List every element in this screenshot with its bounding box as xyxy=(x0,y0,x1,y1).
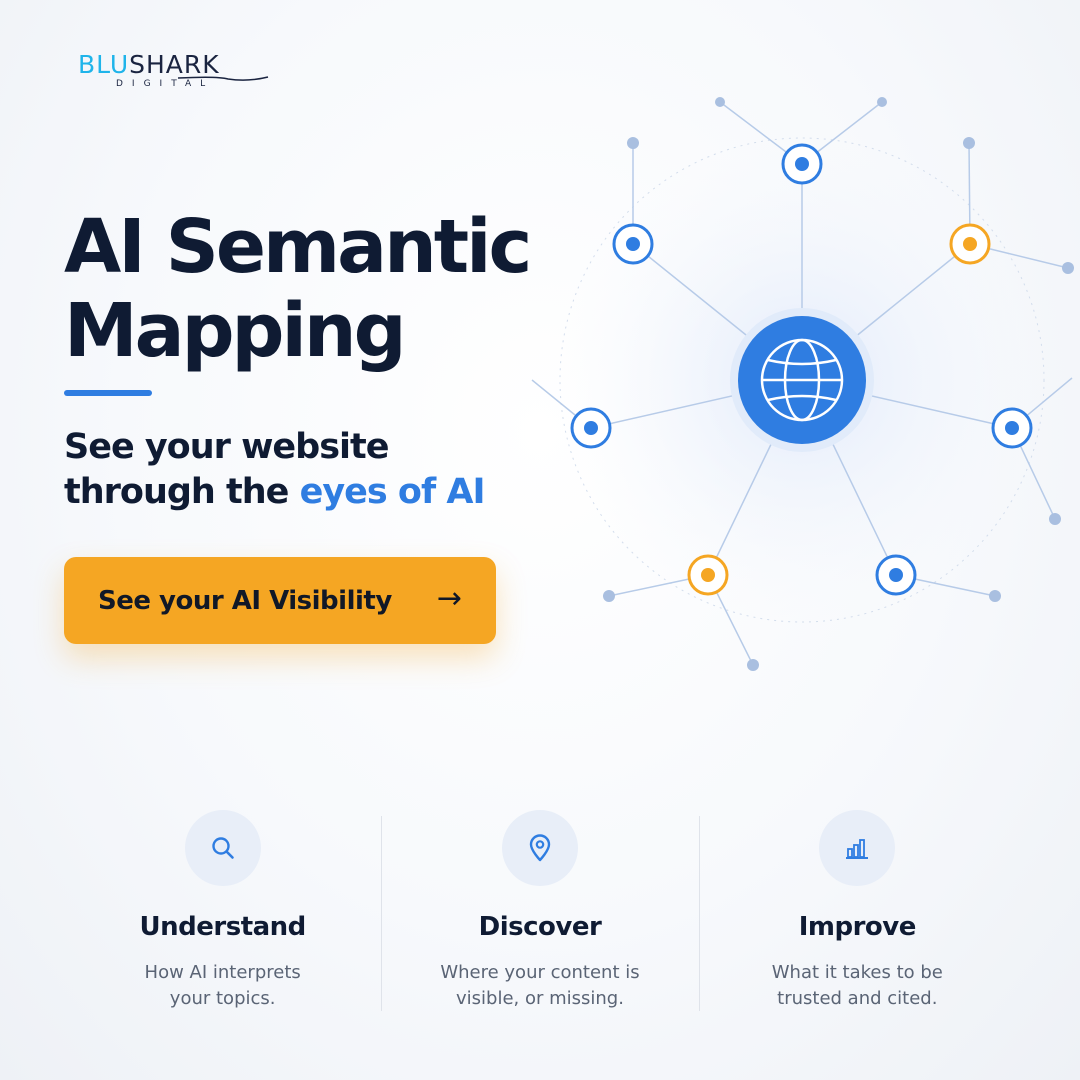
logo-swoosh-icon xyxy=(177,76,269,81)
feature-title: Discover xyxy=(478,912,602,942)
page-title-line1: AI Semantic xyxy=(64,204,532,290)
feature-desc: What it takes to be trusted and cited. xyxy=(732,960,982,1012)
logo-wordmark-blu: BLU xyxy=(78,50,130,79)
feature-discover: Discover Where your content is visible, … xyxy=(381,810,698,1020)
feature-improve: Improve What it takes to be trusted and … xyxy=(698,810,1016,1020)
logo-wordmark-shark: SHARK xyxy=(129,50,220,79)
feature-title: Improve xyxy=(798,912,917,942)
node-blue-top xyxy=(781,143,823,185)
network-endpoints xyxy=(603,97,1074,671)
node-blue-lower-right xyxy=(875,554,917,596)
feature-understand: Understand How AI interprets your topics… xyxy=(64,810,381,1020)
title-accent-bar xyxy=(64,390,152,396)
feature-desc-line1: What it takes to be xyxy=(771,962,943,983)
semantic-network-illustration xyxy=(531,97,1074,671)
hero-subtitle: See your website through the eyes of AI xyxy=(64,425,485,515)
globe-icon xyxy=(760,338,844,422)
feature-desc: Where your content is visible, or missin… xyxy=(415,960,665,1012)
feature-desc-line2: your topics. xyxy=(169,988,276,1009)
feature-desc-line1: How AI interprets xyxy=(144,962,301,983)
brand-logo[interactable]: BLUSHARK DIGITAL xyxy=(78,52,278,92)
feature-desc-line1: Where your content is xyxy=(440,962,640,983)
feature-icon-circle xyxy=(819,810,896,886)
cta-label: See your AI Visibility xyxy=(98,585,392,616)
network-nodes xyxy=(570,143,1033,596)
network-center-hub xyxy=(730,308,874,452)
node-orange-upper-right xyxy=(949,223,991,265)
node-orange-lower-left xyxy=(687,554,729,596)
feature-divider xyxy=(698,816,700,1011)
search-icon xyxy=(211,837,234,859)
logo-tagline: DIGITAL xyxy=(116,79,215,89)
features-row: Understand How AI interprets your topics… xyxy=(64,810,1016,1020)
feature-divider xyxy=(381,816,383,1011)
feature-icon-circle xyxy=(184,810,261,886)
node-blue-right xyxy=(991,407,1033,449)
feature-icon-circle xyxy=(501,810,578,886)
location-pin-icon xyxy=(529,834,551,862)
subtitle-highlight: eyes of AI xyxy=(299,472,486,512)
page-title-line2: Mapping xyxy=(64,288,407,374)
node-blue-left xyxy=(570,407,612,449)
page-title: AI Semantic Mapping xyxy=(64,204,532,374)
feature-desc-line2: trusted and cited. xyxy=(777,988,938,1009)
subtitle-line1: See your website xyxy=(64,427,390,467)
subtitle-line2-prefix: through the xyxy=(64,472,300,512)
logo-wordmark: BLUSHARK xyxy=(78,52,220,78)
arrow-right-icon: → xyxy=(436,581,462,616)
feature-desc-line2: visible, or missing. xyxy=(456,988,624,1009)
node-blue-upper-left xyxy=(612,223,654,265)
feature-title: Understand xyxy=(139,912,307,942)
see-ai-visibility-button[interactable]: See your AI Visibility → xyxy=(64,557,496,644)
network-orbit xyxy=(559,137,1045,623)
feature-desc: How AI interprets your topics. xyxy=(98,960,348,1012)
bar-chart-icon xyxy=(846,839,869,859)
